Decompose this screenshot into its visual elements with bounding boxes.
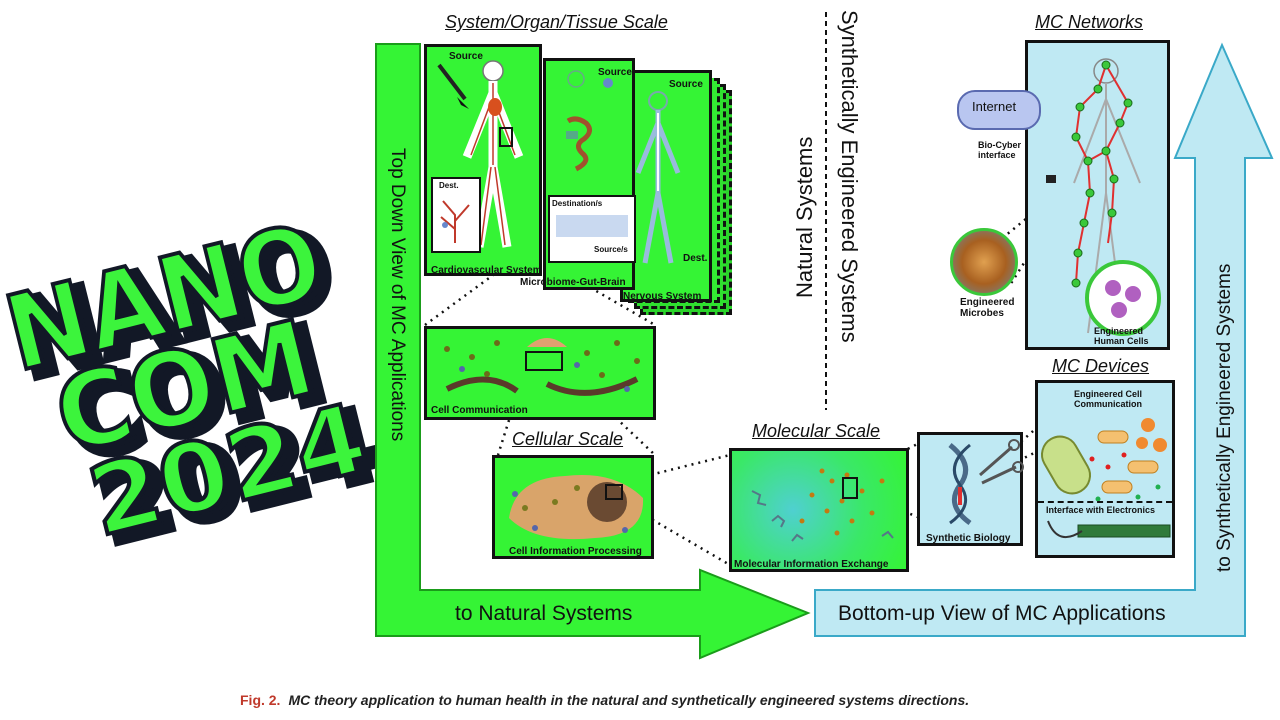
mc-networks-title: MC Networks [1035,12,1144,32]
bottom-up-label: Bottom-up View of MC Applications [838,602,1166,625]
cardiovascular-panel: Source Dest. Cardiovascular System [424,44,542,276]
nervous-dest-label: Dest. [683,253,708,264]
cardio-body-illustration [437,60,524,248]
bottom-up-arrow [814,42,1274,637]
nervous-caption: Nervous System [623,291,702,302]
cell-communication-caption: Cell Communication [431,405,528,416]
gut-caption: Microbiome-Gut-Brain [520,277,626,288]
engineered-human-cells-label: Engineered Human Cells [1094,326,1149,346]
circuit-board-illustration [1047,520,1171,539]
engineered-human-cells-bubble [1085,260,1161,336]
gut-zoom-box: Destination/s Source/s [548,195,636,263]
internet-cloud [957,90,1041,130]
nervous-source-label: Source [669,79,703,90]
microbiome-gut-brain-panel: Source Destination/s Source/s Microbiome… [520,58,636,290]
mc-devices-panel: Engineered Cell Communication Interface … [1035,380,1175,558]
cardio-caption: Cardiovascular System [431,265,542,276]
cell-information-panel: Cell Information Processing [492,455,654,559]
molecular-caption: Molecular Information Exchange [734,559,889,570]
figure-caption: Fig. 2. MC theory application to human he… [240,692,969,708]
gut-sources-label: Source/s [594,245,628,254]
molecular-target-box [842,477,858,499]
cell-comm-target-box [525,351,563,371]
cell-information-caption: Cell Information Processing [509,546,642,557]
natural-systems-label: Natural Systems [792,136,817,298]
dna-scissors-illustration [948,439,1024,526]
figure-caption-text: MC theory application to human health in… [288,692,970,708]
synthetic-systems-label: Synthetically Engineered Systems [837,10,862,343]
synthetic-biology-caption: Synthetic Biology [926,533,1011,544]
nervous-body-illustration [635,91,681,264]
top-down-label: Top Down View of MC Applications [387,148,408,442]
to-natural-label: to Natural Systems [455,602,633,625]
gut-destinations-label: Destination/s [552,199,603,208]
cell-communication-illustration [444,338,640,396]
mc-devices-title: MC Devices [1052,356,1150,376]
molecular-scale-title: Molecular Scale [752,421,881,441]
bio-cyber-interface-label: Bio-Cyber interface [978,140,1022,160]
top-down-arrow [375,43,811,660]
internet-label: Internet [972,99,1017,114]
cell-communication-panel: Cell Communication [424,326,656,420]
molecular-illustration [751,468,894,542]
gut-illustration [566,70,613,172]
engineered-microbes-bubble [950,228,1018,296]
system-scale-title: System/Organ/Tissue Scale [445,12,668,32]
figure-caption-label: Fig. 2. [240,692,281,708]
cardio-dest-label: Dest. [439,181,459,190]
gut-source-label: Source [598,67,632,78]
cellular-scale-title: Cellular Scale [512,429,624,449]
nervous-system-panel: Source Dest. Nervous System [620,70,712,302]
cell-info-target-box [605,484,623,500]
devices-divider [1038,501,1172,503]
devices-title: Engineered Cell Communication [1073,389,1143,409]
cell-illustration [509,474,644,540]
synthetic-biology-panel: Synthetic Biology [917,432,1024,546]
cardio-source-label: Source [449,51,483,62]
nanocom-2024-logo: NANO NANO COM COM 2024 2024 [0,198,393,570]
to-synthetic-label: to Synthetically Engineered Systems [1214,263,1235,572]
cardio-target-box [499,127,513,147]
devices-electronics-label: Interface with Electronics [1046,505,1156,515]
networked-body-illustration [1046,58,1141,334]
molecular-panel: Molecular Information Exchange [729,448,909,572]
cardio-zoom-box: Dest. [431,177,481,253]
engineered-cells-illustration [1041,418,1167,502]
engineered-microbes-label: Engineered Microbes [960,297,1015,319]
